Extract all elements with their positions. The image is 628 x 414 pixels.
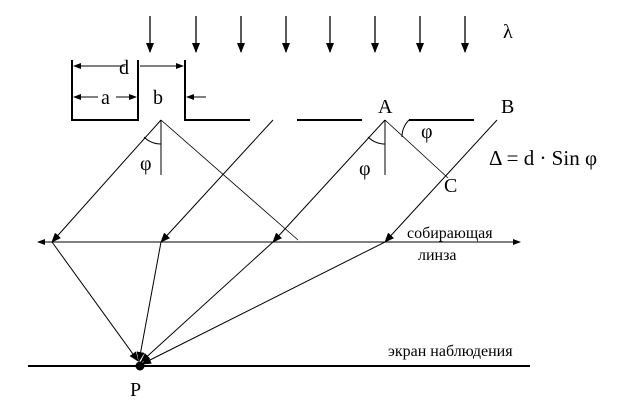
period-label: d [119, 57, 129, 79]
point-c-label: C [444, 175, 457, 197]
diffraction-grating [71, 60, 474, 121]
wavelength-label: λ [503, 21, 513, 43]
path-difference-formula: Δ = d · Sin φ [489, 146, 597, 170]
point-a-label: A [378, 96, 393, 118]
diffracted-rays [51, 119, 498, 243]
screen-label: экран наблюдения [388, 343, 513, 360]
incident-light-arrows [146, 16, 469, 53]
point-p-label: P [130, 379, 141, 401]
point-b-label: B [501, 96, 514, 118]
opaque-width-label: b [153, 87, 163, 109]
angle-left-label: φ [140, 153, 152, 175]
focused-rays [51, 241, 386, 365]
slit-width-label: a [101, 87, 110, 109]
angle-right-label: φ [359, 158, 371, 180]
lens-label-line1: собирающая [407, 225, 493, 242]
construction-lines [160, 119, 449, 241]
dimension-markers [73, 63, 206, 100]
focal-point-p [135, 361, 145, 371]
lens-label-line2: линза [418, 247, 457, 264]
angle-top-label: φ [421, 121, 433, 143]
